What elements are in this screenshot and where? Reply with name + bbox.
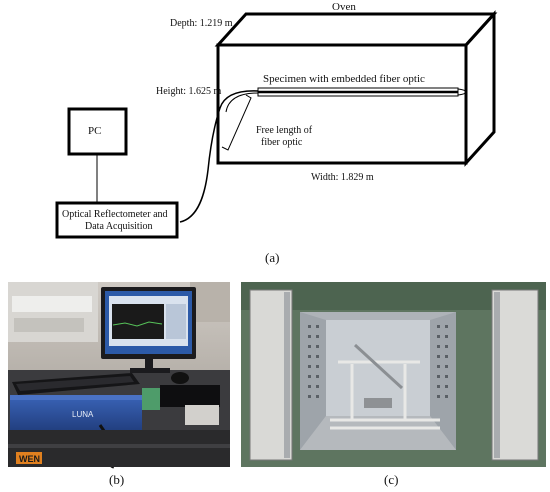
caption-b: (b) [109, 472, 125, 487]
fiber-optic-cable [179, 90, 259, 223]
specimen-label: Specimen with embedded fiber optic [263, 73, 425, 85]
reflectometer-label-1: Optical Reflectometer and [62, 209, 168, 220]
oven-box [214, 10, 498, 167]
height-label: Height: 1.625 m [156, 86, 222, 97]
depth-label: Depth: 1.219 m [170, 18, 233, 29]
reflectometer-label-2: Data Acquisition [85, 221, 153, 232]
reflectometer-box [55, 201, 179, 239]
free-length-label-1: Free length of [256, 125, 313, 136]
caption-a: (a) [265, 250, 280, 265]
specimen-bar [257, 87, 467, 97]
luna-brand-label: LUNA [72, 410, 94, 419]
photo-c-oven [241, 282, 546, 467]
photo-b-scene: LUNA WEN [8, 282, 230, 469]
oven-label: Oven [332, 1, 356, 13]
caption-c: (c) [384, 472, 399, 487]
pc-label: PC [88, 125, 102, 137]
schematic-diagram [55, 10, 498, 239]
free-length-bracket [221, 94, 252, 151]
free-length-label-2: fiber optic [261, 137, 303, 148]
wen-brand-label: WEN [19, 454, 40, 464]
width-label: Width: 1.829 m [311, 172, 374, 183]
